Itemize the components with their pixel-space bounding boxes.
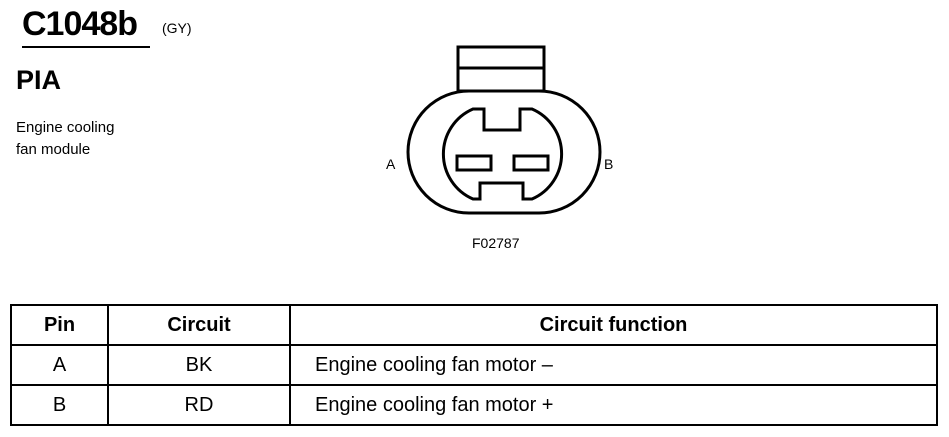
header-pin: Pin	[10, 304, 109, 346]
figure-id: F02787	[472, 235, 520, 251]
table-header-row: Pin Circuit Circuit function	[10, 304, 938, 346]
terminal-cavity-a	[455, 154, 493, 172]
description-line-2: fan module	[16, 141, 91, 158]
connector-housing-inner	[441, 107, 564, 201]
row-circuit: RD	[107, 384, 291, 426]
row-pin: A	[10, 344, 109, 386]
connector-face-diagram	[406, 45, 602, 215]
pin-b-label: B	[604, 156, 614, 172]
table-row: B RD Engine cooling fan motor +	[10, 384, 938, 426]
connector-color: (GY)	[162, 20, 192, 36]
row-circuit: BK	[107, 344, 291, 386]
header-circuit: Circuit	[107, 304, 291, 346]
connector-description: Engine cooling fan module	[16, 117, 176, 161]
description-line-1: Engine cooling	[16, 119, 115, 136]
connector-code-underline	[22, 46, 150, 48]
header-circuit-function: Circuit function	[289, 304, 938, 346]
row-function: Engine cooling fan motor –	[289, 344, 938, 386]
connector-code: C1048b	[22, 5, 138, 43]
pin-a-label: A	[386, 156, 396, 172]
connector-abbreviation: PIA	[16, 65, 62, 95]
terminal-cavity-b	[512, 154, 550, 172]
table-row: A BK Engine cooling fan motor –	[10, 344, 938, 386]
row-function: Engine cooling fan motor +	[289, 384, 938, 426]
row-pin: B	[10, 384, 109, 426]
pinout-table: Pin Circuit Circuit function A BK Engine…	[10, 304, 938, 426]
